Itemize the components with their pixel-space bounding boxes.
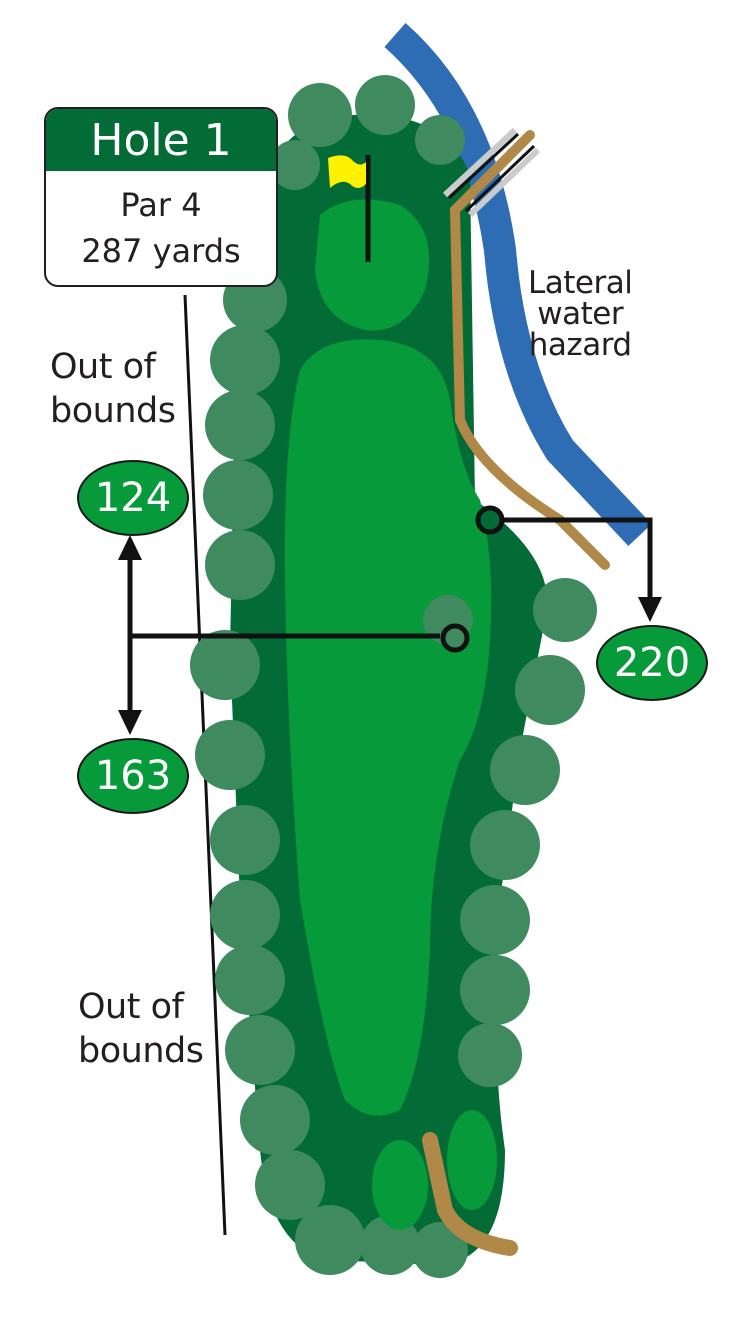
water-hazard (384, 23, 652, 546)
flag-icon (328, 155, 366, 188)
hole-title: Hole 1 (46, 109, 276, 171)
cart-path-tee (422, 1132, 518, 1256)
marker-220: 220 (596, 625, 708, 701)
arrow-down-icon (118, 710, 142, 735)
hole-distance: 287 yards (81, 232, 241, 270)
marker-124: 124 (77, 460, 189, 536)
hole-par: Par 4 (120, 186, 202, 224)
arrow-down-right-icon (638, 597, 662, 622)
tree-line-left (190, 268, 468, 1278)
cart-path (449, 130, 610, 570)
fairway (285, 339, 492, 1116)
hazard-label: Lateral water hazard (528, 265, 633, 363)
tee-box-right (447, 1110, 497, 1210)
tee-box-left (372, 1140, 428, 1230)
marker-163: 163 (77, 738, 189, 814)
putting-green (315, 199, 430, 331)
marker-point-fairway (440, 623, 470, 653)
oob-label-top: Out of bounds (50, 347, 176, 431)
marker-point-hazard (475, 505, 505, 535)
bridge (442, 127, 541, 218)
tree-line-top (270, 75, 465, 190)
arrow-up-icon (118, 535, 142, 560)
tree-line-right (458, 578, 597, 1087)
marker-lines (127, 517, 653, 710)
hole-sign: Hole 1 Par 4 287 yards (44, 107, 278, 287)
oob-label-bottom: Out of bounds (78, 987, 204, 1071)
